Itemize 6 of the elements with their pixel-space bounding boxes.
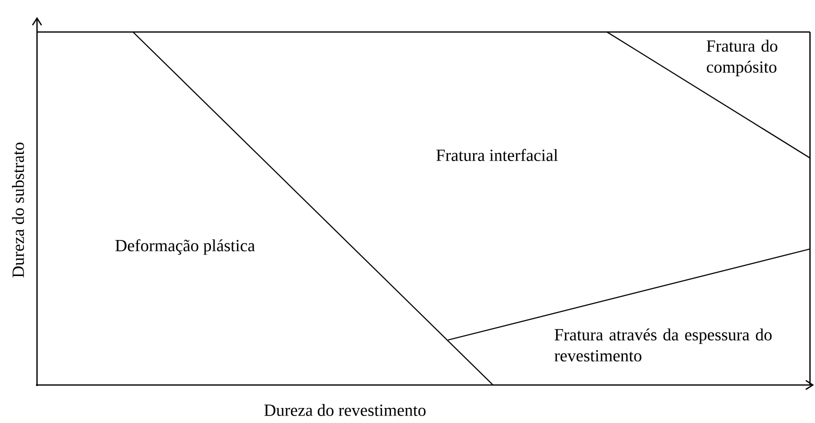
- region-label: Fratura através da espessura do revestimento: [554, 328, 772, 362]
- region-label: Fratura interfacial: [436, 148, 558, 162]
- region-label: Deformação plástica: [115, 239, 255, 255]
- region-label: Fratura do compósito: [706, 40, 778, 76]
- axis-title: Dureza do substrato: [12, 142, 24, 278]
- axis-title: Dureza do revestimento: [264, 404, 426, 416]
